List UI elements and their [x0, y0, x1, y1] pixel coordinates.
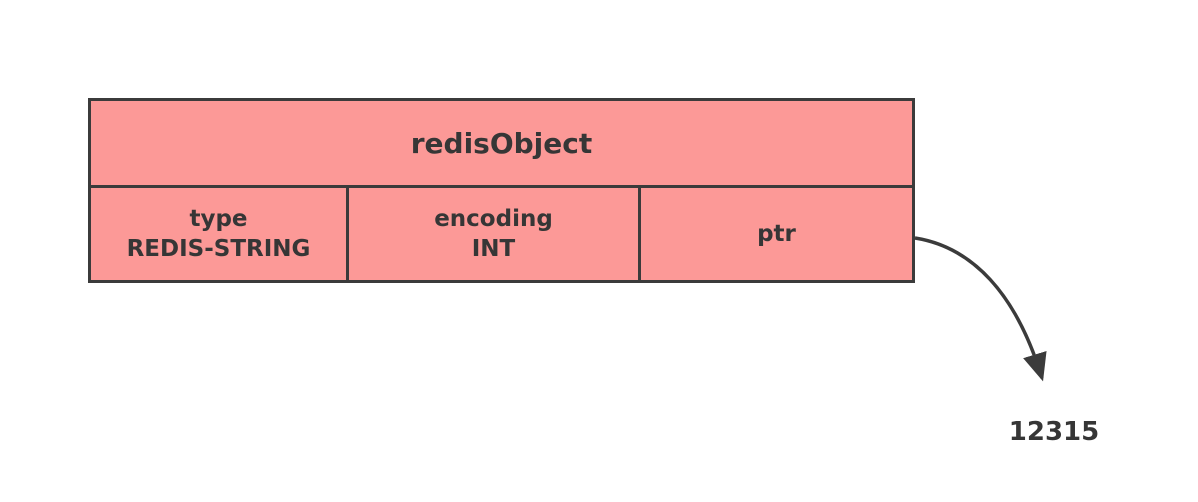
field-value-encoding: INT — [471, 236, 516, 262]
fields-row: type REDIS-STRING encoding INT ptr — [91, 188, 912, 280]
field-name-encoding: encoding — [434, 206, 553, 232]
field-cell-ptr: ptr — [641, 188, 912, 280]
field-cell-type: type REDIS-STRING — [91, 188, 349, 280]
redis-object-table: redisObject type REDIS-STRING encoding I… — [88, 98, 915, 283]
pointer-target-value: 12315 — [1008, 417, 1100, 447]
field-name-type: type — [189, 206, 248, 232]
field-cell-encoding: encoding INT — [349, 188, 641, 280]
table-title: redisObject — [91, 101, 912, 188]
field-value-type: REDIS-STRING — [126, 236, 311, 262]
field-name-ptr: ptr — [757, 221, 796, 247]
pointer-arrow-curve — [914, 236, 1047, 382]
